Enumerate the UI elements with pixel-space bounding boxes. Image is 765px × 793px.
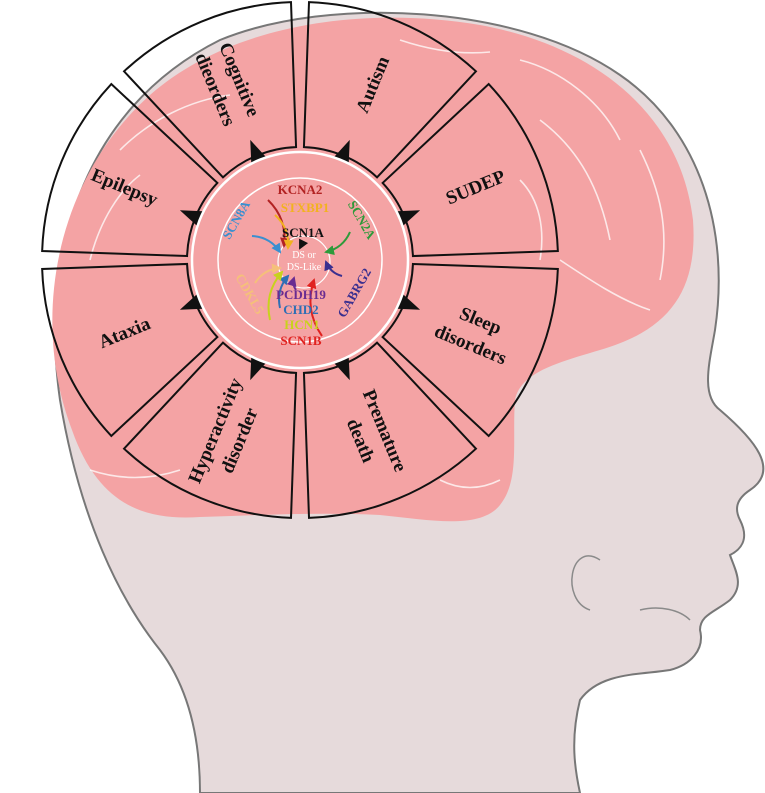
arrow-to-autism — [333, 139, 350, 164]
gene-arrow-gabrg2 — [324, 260, 343, 277]
gene-label-stxbp1: STXBP1 — [281, 200, 329, 215]
segment-cognitive — [122, 1, 298, 179]
gene-label-chd2: CHD2 — [283, 302, 318, 317]
gene-arrow-chd2 — [278, 274, 290, 309]
gene-arrow-hcn1 — [267, 270, 284, 321]
gene-label-pcdh19: PCDH19 — [276, 287, 326, 302]
gene-label-kcna2: KCNA2 — [278, 182, 323, 197]
gene-arrow-scn2a — [324, 231, 351, 256]
gene-arrow-scn8a — [251, 235, 282, 254]
segment-hyperactivity — [122, 341, 298, 519]
arrow-to-hyperactivity — [250, 356, 267, 381]
center-label-line1: DS or — [292, 250, 316, 261]
arrow-to-premature — [333, 356, 350, 381]
gene-arrow-scn1a — [299, 238, 309, 250]
inner-ring — [190, 150, 410, 370]
arrow-to-ataxia — [179, 293, 204, 310]
head-details — [571, 555, 691, 621]
arrow-to-sudep — [396, 210, 421, 227]
gene-arrow-pcdh19 — [286, 276, 297, 291]
segment-autism — [302, 1, 478, 179]
gene-arrow-scn1b — [306, 278, 323, 337]
arrow-to-cognitive — [250, 139, 267, 164]
arrow-to-sleep — [396, 293, 421, 310]
segment-epilepsy — [41, 82, 219, 258]
gene-arrow-cdkl5 — [254, 263, 282, 284]
segment-ataxia — [41, 262, 219, 438]
segment-sleep — [381, 262, 559, 438]
segment-premature — [302, 341, 478, 519]
gene-label-scn1a: SCN1A — [282, 225, 325, 240]
gene-label-hcn1: HCN1 — [284, 317, 319, 332]
gene-arrow-stxbp1 — [274, 214, 294, 250]
gene-ring — [217, 177, 383, 343]
brain-region — [52, 17, 694, 522]
segment-sudep — [381, 82, 559, 258]
center-label-line2: DS-Like — [287, 262, 322, 273]
gene-arrows — [251, 199, 351, 337]
gene-label-scn1b: SCN1B — [280, 333, 322, 348]
arrow-to-epilepsy — [179, 210, 204, 227]
